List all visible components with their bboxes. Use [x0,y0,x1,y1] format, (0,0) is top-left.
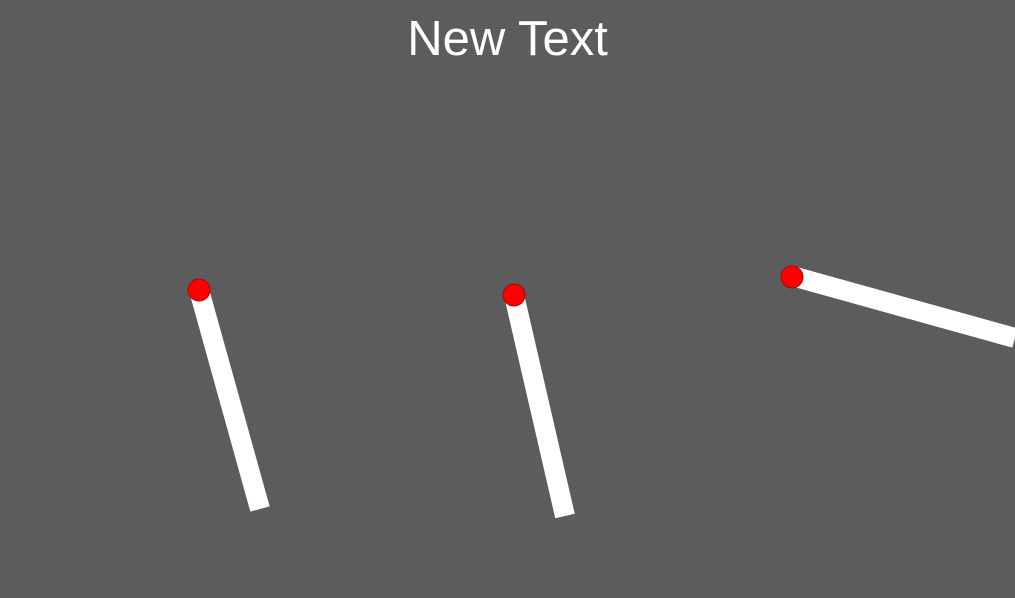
pendulum-rod [504,292,575,519]
pivot-ball [187,278,211,302]
pendulum-rod [789,266,1015,348]
pendulum-rod [189,287,270,512]
pendulum-left[interactable] [187,278,270,512]
pendulum-right[interactable] [780,265,1015,348]
pivot-ball [780,265,804,289]
pivot-ball [502,283,526,307]
title-text: New Text [407,12,608,66]
pendulum-center[interactable] [502,283,575,519]
